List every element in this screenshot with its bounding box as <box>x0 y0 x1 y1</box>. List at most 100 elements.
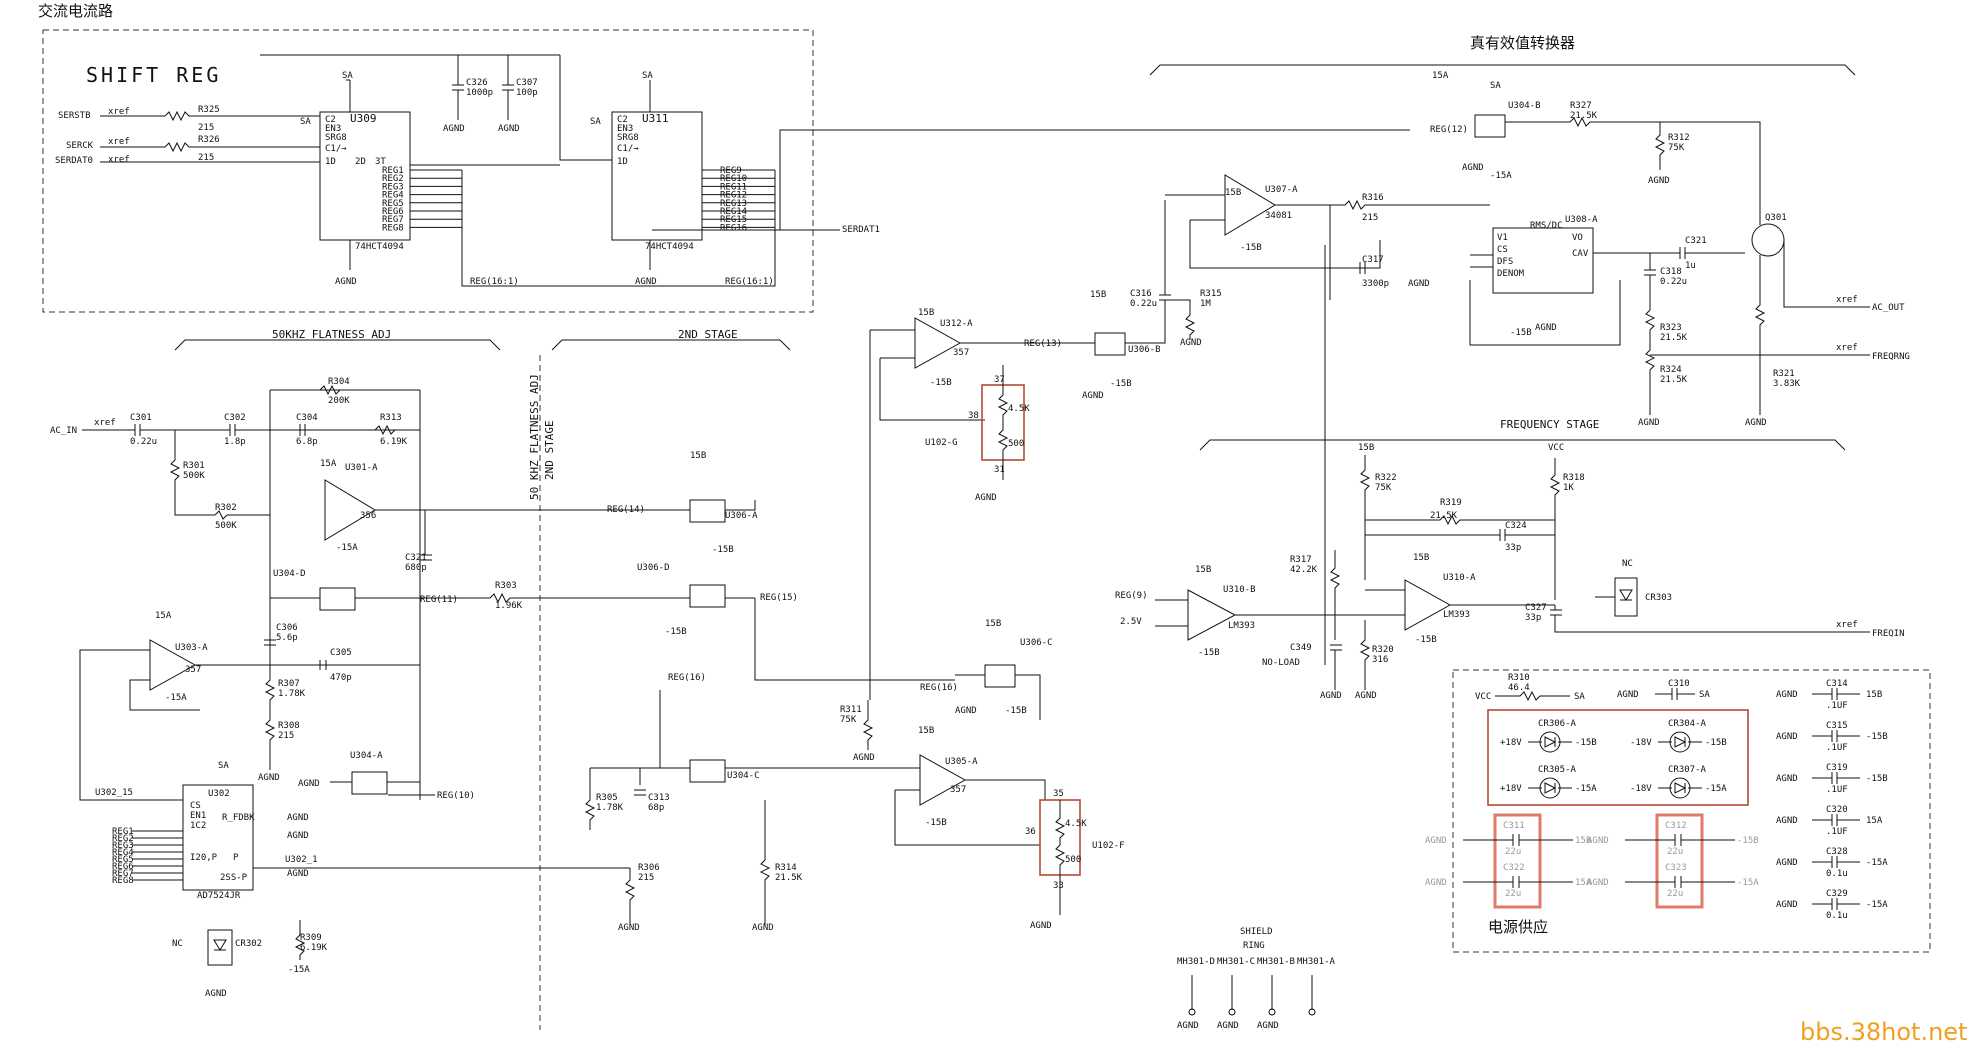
net-label: -15B <box>1198 648 1220 658</box>
r313-value: 6.19K <box>380 437 408 447</box>
agnd-label: AGND <box>1408 279 1430 289</box>
cap-rail: -15A <box>1866 900 1888 910</box>
r317-value: 42.2K <box>1290 565 1318 575</box>
ac-input-network: AC_IN xref C301 0.22u C302 1.8p R301 500… <box>50 377 630 999</box>
u302-reg-input: REG8 <box>112 876 134 886</box>
u304c-switch <box>689 759 726 783</box>
r309 <box>294 920 306 960</box>
u310a-wires <box>1365 589 1870 633</box>
cap-label: C320 <box>1826 805 1848 815</box>
hole-label: MH301-C <box>1217 957 1255 967</box>
net-label: -15B <box>665 627 687 637</box>
c305-label: C305 <box>330 648 352 658</box>
c316-label: C316 <box>1130 289 1152 299</box>
xref-tag: xref <box>1836 295 1858 305</box>
u102f-pin: 36 <box>1025 827 1036 837</box>
u309-shift-register: U309 C2 EN3 SRG8 C1/→ 1D 2D 3T 74HCT4094… <box>300 71 462 287</box>
u102g-r1: 4.5K <box>1008 404 1030 414</box>
agnd-label: AGND <box>287 831 309 841</box>
net-label: REG(16) <box>920 683 958 693</box>
u311-pin: C2 <box>617 115 628 125</box>
xref-tag: xref <box>108 155 130 165</box>
c301-value: 0.22u <box>130 437 157 447</box>
c327-value: 33p <box>1525 613 1541 623</box>
r307-r308 <box>264 665 276 770</box>
c304-label: C304 <box>296 413 318 423</box>
hole-label: MH301-D <box>1177 957 1215 967</box>
agnd-label: AGND <box>1776 774 1798 784</box>
u302-reg-input: REG7 <box>112 869 134 879</box>
cap-label: C319 <box>1826 763 1848 773</box>
u302-reg-input: REG1 <box>112 827 134 837</box>
agnd-label: AGND <box>205 989 227 999</box>
agnd-label: AGND <box>1030 921 1052 931</box>
sa-net: SA <box>1574 692 1585 702</box>
sa-net: SA <box>590 117 601 127</box>
bus-label: REG(16:1) <box>725 277 774 287</box>
r303-label: R303 <box>495 581 517 591</box>
u102g-resistors <box>997 365 1009 480</box>
diode-rail-in: +18V <box>1500 738 1522 748</box>
input-caps <box>82 424 270 436</box>
r318-c324 <box>1365 458 1561 600</box>
r310-label: R310 <box>1508 673 1530 683</box>
net-label: REG(11) <box>420 595 458 605</box>
sa-net: SA <box>342 71 353 81</box>
u307a-part: 34081 <box>1265 211 1292 221</box>
c316-value: 0.22u <box>1130 299 1157 309</box>
u311-pin: SRG8 <box>617 133 639 143</box>
serck-label: SERCK <box>66 141 94 151</box>
cap-wire <box>1812 730 1860 742</box>
r307-label: R307 <box>278 679 300 689</box>
u308-pin: DENOM <box>1497 269 1525 279</box>
u102f-pin: 35 <box>1053 789 1064 799</box>
diode-icon <box>1595 589 1633 601</box>
r305-value: 1.78K <box>596 803 624 813</box>
shield-title: SHIELD <box>1240 927 1273 937</box>
serdat0-label: SERDAT0 <box>55 156 93 166</box>
cap-label: C323 <box>1665 863 1687 873</box>
agnd-label: AGND <box>752 923 774 933</box>
u302-1-label: U302_1 <box>285 855 318 865</box>
u303a-input <box>79 649 200 801</box>
u310a-label: U310-A <box>1443 573 1476 583</box>
cap-value: .1UF <box>1826 785 1848 795</box>
sa-net: SA <box>300 117 311 127</box>
cap-rail: 15B <box>1866 690 1882 700</box>
diode-icon <box>1539 731 1561 753</box>
agnd-label: AGND <box>1776 900 1798 910</box>
cr303-diode <box>1614 577 1638 617</box>
u309-reg-output: REG3 <box>382 182 404 192</box>
cap-wire <box>1463 876 1573 888</box>
u311-reg-output: REG11 <box>720 182 747 192</box>
cap-value: .1UF <box>1826 743 1848 753</box>
u301a-opamp <box>324 479 376 541</box>
feedback-network <box>269 384 421 800</box>
u302-pin: 2SS-P <box>220 873 248 883</box>
u308-pin: DFS <box>1497 257 1513 267</box>
r325-label: R325 <box>198 105 220 115</box>
net-label: -15A <box>1490 171 1512 181</box>
net-label: 15B <box>1090 290 1106 300</box>
freqin-label: FREQIN <box>1872 629 1905 639</box>
agnd-label: AGND <box>1776 732 1798 742</box>
agnd-label: AGND <box>1082 391 1104 401</box>
r326-label: R326 <box>198 135 220 145</box>
u308-pin: V1 <box>1497 233 1508 243</box>
brace <box>1149 64 1856 76</box>
u308-pin: CAV <box>1572 249 1589 259</box>
u304d-switch <box>319 587 356 611</box>
u311-reg-output: REG14 <box>720 207 747 217</box>
diode-symbol <box>1674 736 1687 748</box>
agnd-label: AGND <box>1217 1021 1239 1031</box>
r315-label: R315 <box>1200 289 1222 299</box>
r314-value: 21.5K <box>775 873 803 883</box>
u309-part: 74HCT4094 <box>355 242 404 252</box>
r301-r302 <box>169 430 270 520</box>
u306b-switch <box>1094 332 1126 356</box>
u307a-wires <box>1165 194 1490 300</box>
u309-pin: SRG8 <box>325 133 347 143</box>
